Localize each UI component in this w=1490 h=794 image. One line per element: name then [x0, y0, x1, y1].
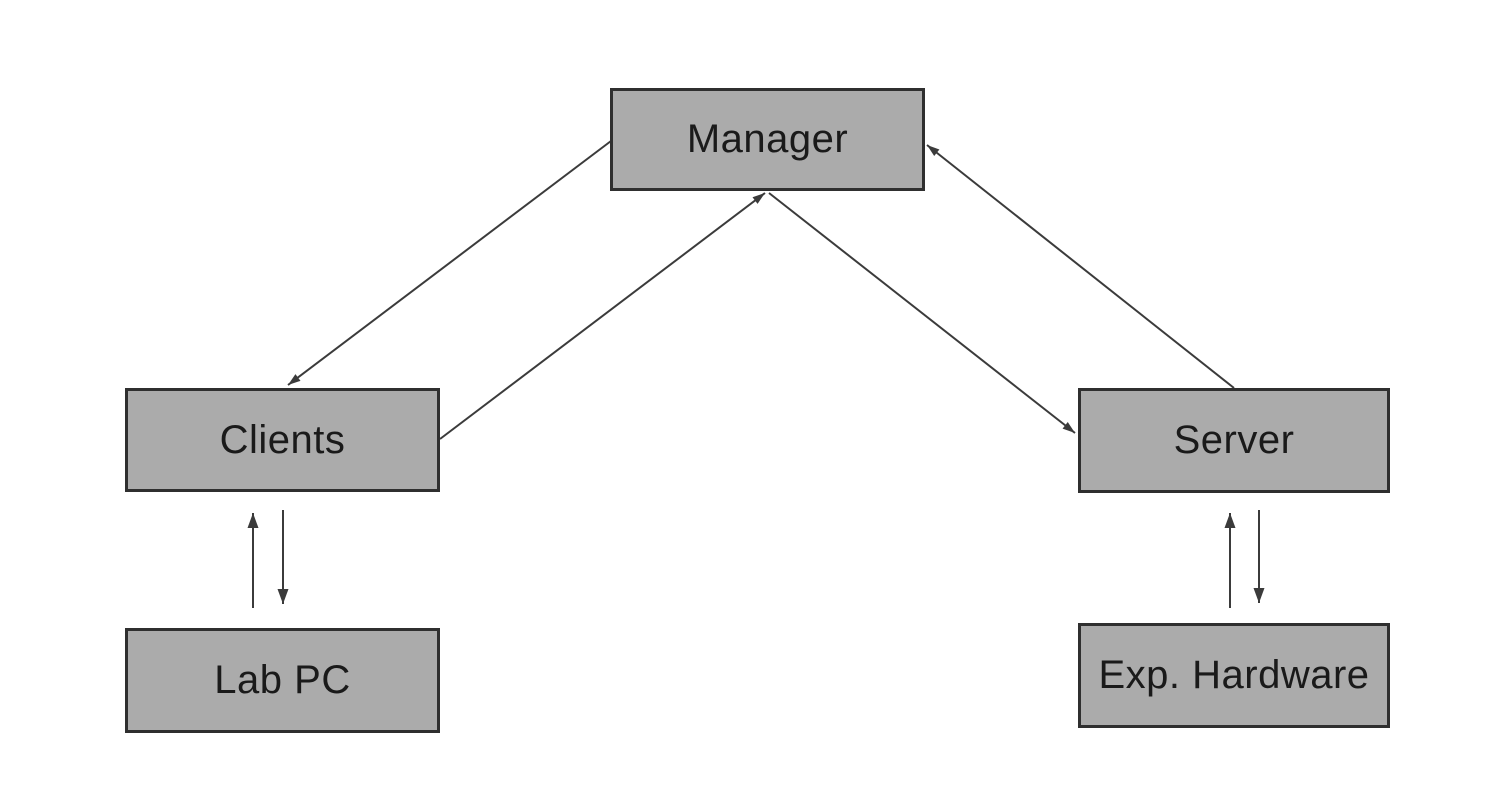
edges: [247, 140, 1265, 608]
edge-manager-to-clients: [287, 140, 612, 386]
node-exp-hardware-label: Exp. Hardware: [1098, 653, 1370, 697]
node-server: Server: [1078, 388, 1390, 493]
node-exp-hardware: Exp. Hardware: [1078, 623, 1390, 728]
node-server-label: Server: [1173, 418, 1295, 462]
node-manager: Manager: [610, 88, 925, 191]
node-lab-pc: Lab PC: [125, 628, 440, 733]
node-clients: Clients: [125, 388, 440, 492]
node-lab-pc-label: Lab PC: [214, 658, 351, 702]
node-manager-label: Manager: [686, 117, 849, 161]
edge-server-to-manager: [926, 144, 1235, 389]
edge-manager-to-server: [768, 192, 1076, 434]
node-clients-label: Clients: [219, 417, 346, 462]
edge-clients-to-manager: [439, 192, 766, 440]
